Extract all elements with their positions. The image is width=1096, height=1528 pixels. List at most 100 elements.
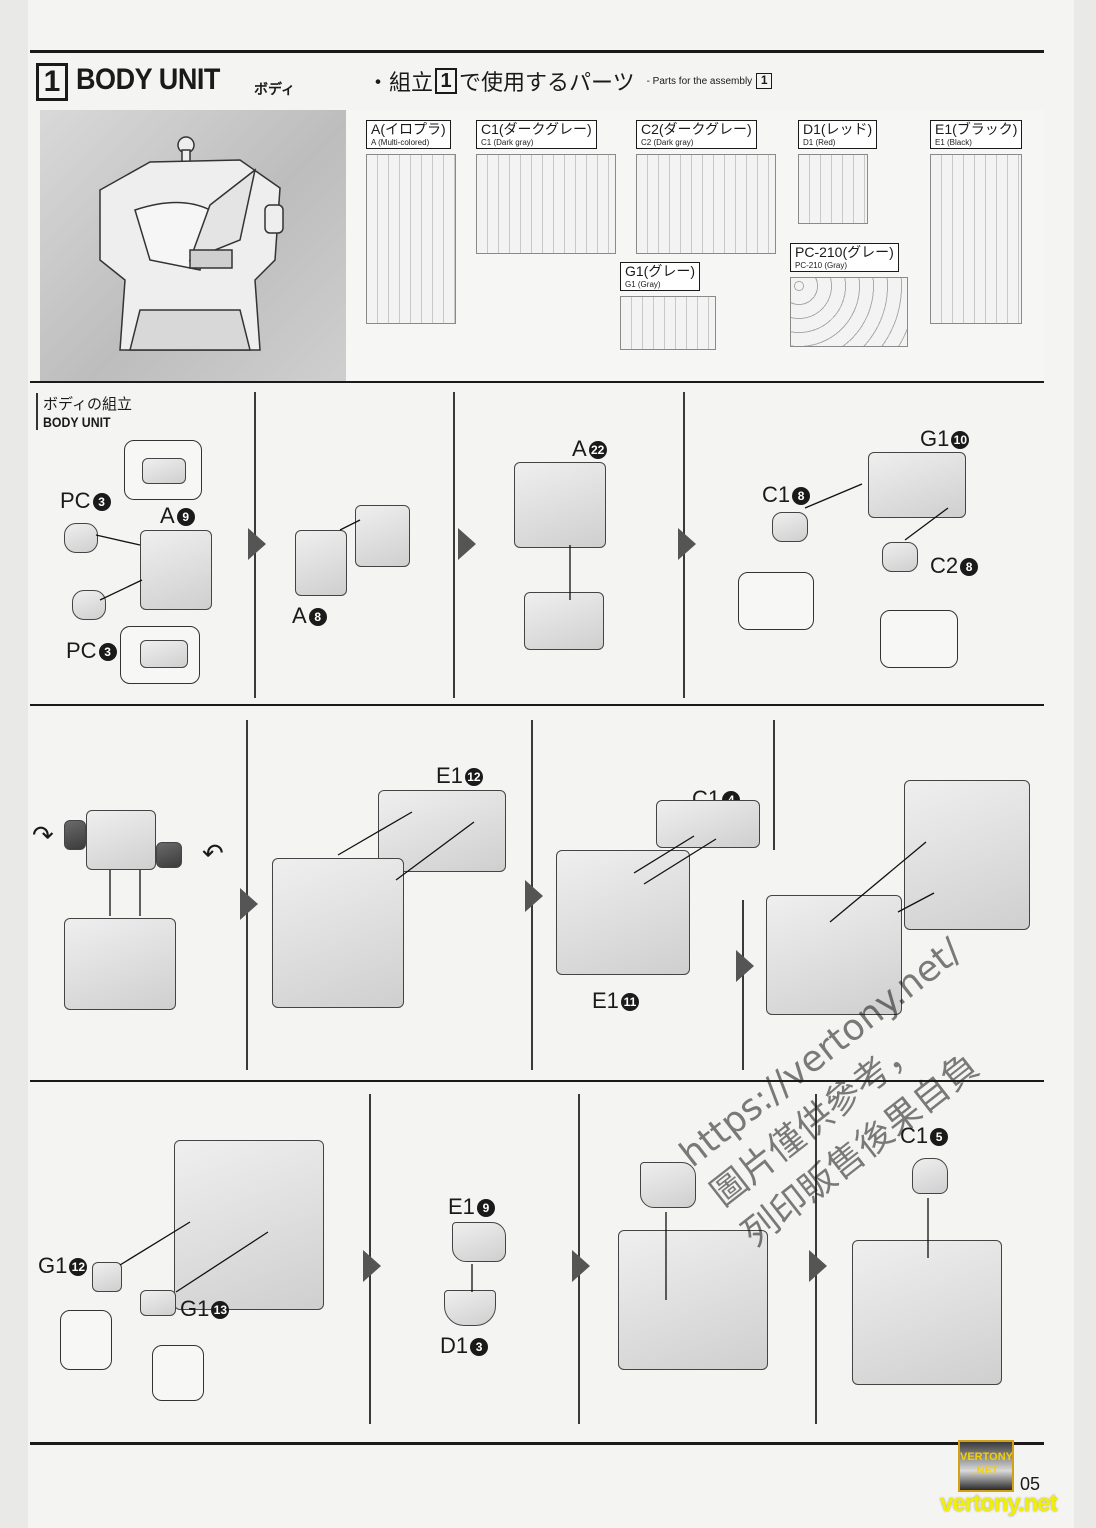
runner-c2-label: C2(ダークグレー)	[641, 121, 752, 137]
runner-e1: E1(ブラック)E1 (Black)	[930, 120, 1023, 324]
runner-g1-label: G1(グレー)	[625, 263, 695, 279]
parts-heading-en-num: 1	[756, 73, 773, 89]
vertony-logo: VERTONY .NET	[958, 1440, 1014, 1492]
section-rule-1	[30, 381, 1044, 383]
parts-runner-area: A(イロプラ)A (Multi-colored) C1(ダークグレー)C1 (D…	[346, 110, 1044, 382]
parts-heading-prefix: ・組立	[367, 70, 434, 95]
body-assembly	[618, 1230, 768, 1370]
logo-url: vertony.net	[940, 1490, 1058, 1517]
runner-d1-label: D1(レッド)	[803, 121, 873, 137]
parts-heading: ・組立 1 で使用するパーツ - Parts for the assembly …	[367, 65, 773, 97]
runner-d1-art	[798, 154, 868, 224]
detail-callout	[738, 572, 814, 630]
body-assembly	[852, 1240, 1002, 1385]
section-rule-3	[30, 1080, 1044, 1082]
detail-callout	[60, 1310, 112, 1370]
a8-part	[295, 530, 347, 596]
runner-pc210-label-en: PC-210 (Gray)	[795, 261, 848, 270]
runner-c1: C1(ダークグレー)C1 (Dark gray)	[476, 120, 616, 254]
runner-pc210-art	[790, 277, 908, 347]
c1-8-part	[772, 512, 808, 542]
g1-10-part	[868, 452, 966, 518]
runner-c1-label-en: C1 (Dark gray)	[481, 138, 534, 147]
detail-callout	[880, 610, 958, 668]
runner-c1-label: C1(ダークグレー)	[481, 121, 592, 137]
runner-d1-label-en: D1 (Red)	[803, 138, 836, 147]
d1-3-part	[444, 1290, 496, 1326]
section-label-jp: ボディの組立	[43, 396, 132, 413]
body-assembly	[174, 1140, 324, 1310]
runner-e1-label-en: E1 (Black)	[935, 138, 972, 147]
c1-8-dark-part	[64, 820, 86, 850]
g1-10-assembly	[86, 810, 156, 870]
lower-body-assembly	[524, 592, 604, 650]
next-step-arrow-icon	[240, 888, 258, 920]
pc3-part	[64, 523, 98, 553]
rotate-icon: ↷	[32, 820, 54, 850]
runner-pc210-label: PC-210(グレー)	[795, 244, 894, 260]
chest-assembly	[766, 895, 902, 1015]
runner-g1: G1(グレー)G1 (Gray)	[620, 262, 716, 350]
pc-detail-part	[140, 640, 188, 668]
c1-5-part	[912, 1158, 948, 1194]
next-step-arrow-icon	[525, 880, 543, 912]
runner-a-label: A(イロプラ)	[371, 121, 446, 137]
runner-c2: C2(ダークグレー)C2 (Dark gray)	[636, 120, 776, 254]
step-header: 1 BODY UNIT ボディ ・組立 1 で使用するパーツ - Parts f…	[30, 55, 1044, 111]
chest-cover-part	[640, 1162, 696, 1208]
e1-11-part	[556, 850, 690, 975]
page-number: 05	[1020, 1474, 1041, 1494]
runner-e1-art	[930, 154, 1022, 324]
c1-4-part	[656, 800, 760, 848]
step-number-box: 1	[36, 63, 68, 101]
runner-a: A(イロプラ)A (Multi-colored)	[366, 120, 456, 324]
next-step-arrow-icon	[458, 528, 476, 560]
divider	[773, 720, 775, 850]
g1-13-vent-part	[140, 1290, 176, 1316]
runner-g1-label-en: G1 (Gray)	[625, 280, 661, 289]
next-step-arrow-icon	[248, 528, 266, 560]
parts-heading-en-text: - Parts for the assembly	[646, 75, 753, 87]
runner-a-label-en: A (Multi-colored)	[371, 138, 430, 147]
pc3-part	[72, 590, 106, 620]
completed-body-illustration	[40, 110, 346, 382]
next-step-arrow-icon	[809, 1250, 827, 1282]
step-title-jp: ボディ	[254, 81, 296, 97]
runner-pc210: PC-210(グレー)PC-210 (Gray)	[790, 243, 908, 347]
a9-part	[140, 530, 212, 610]
runner-c1-art	[476, 154, 616, 254]
body-assembly	[904, 780, 1030, 930]
runner-g1-art	[620, 296, 716, 350]
body-unit-icon	[99, 136, 284, 351]
g1-12-vent-part	[92, 1262, 122, 1292]
e1-9-part	[452, 1222, 506, 1262]
next-step-arrow-icon	[736, 950, 754, 982]
runner-c2-art	[636, 154, 776, 254]
parts-heading-en: - Parts for the assembly 1	[647, 73, 773, 89]
a22-part	[514, 462, 606, 548]
pc-detail-part	[142, 458, 186, 484]
next-step-arrow-icon	[363, 1250, 381, 1282]
runner-a-art	[366, 154, 456, 324]
runner-d1: D1(レッド)D1 (Red)	[798, 120, 878, 224]
rotate-icon: ↶	[202, 838, 224, 868]
parts-heading-suffix: で使用するパーツ	[459, 70, 635, 95]
runner-e1-label: E1(ブラック)	[935, 121, 1018, 137]
section-rule-2	[30, 704, 1044, 706]
footer-rule	[30, 1442, 1044, 1445]
next-step-arrow-icon	[678, 528, 696, 560]
divider	[742, 900, 744, 1070]
a9-assembly	[355, 505, 410, 567]
runner-c2-label-en: C2 (Dark gray)	[641, 138, 694, 147]
